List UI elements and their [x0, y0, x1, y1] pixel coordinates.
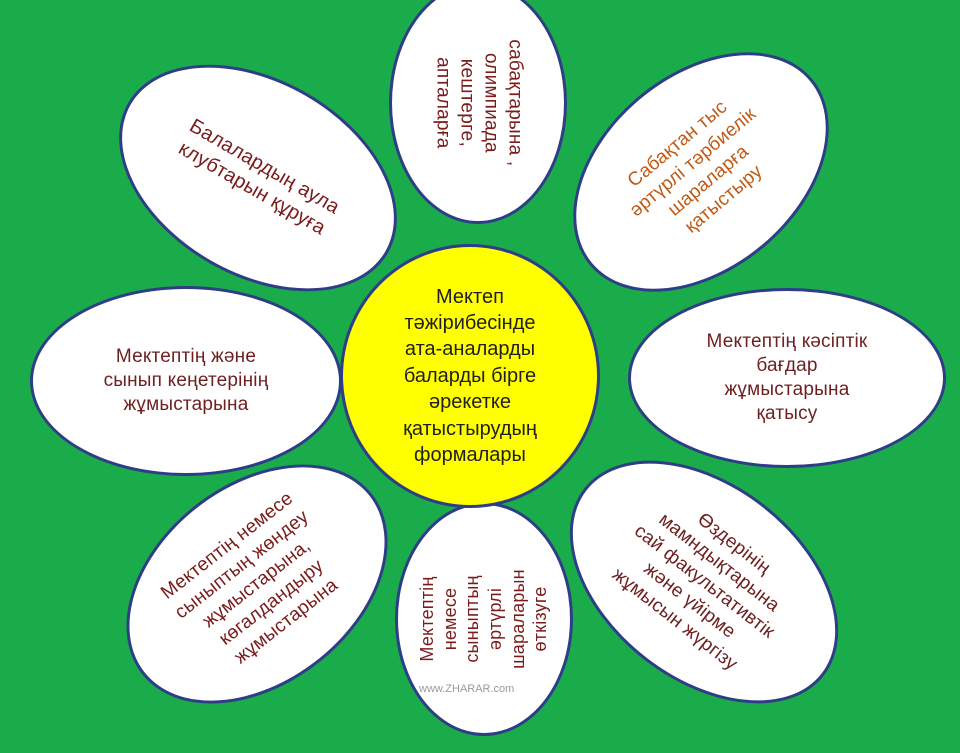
- petal-top: сабақтарына ,олимпиада кештерге,апталарғ…: [389, 0, 567, 224]
- watermark: www.ZHARAR.com: [419, 683, 515, 695]
- petal-top-text: сабақтарына ,олимпиада кештерге,апталарғ…: [432, 39, 525, 167]
